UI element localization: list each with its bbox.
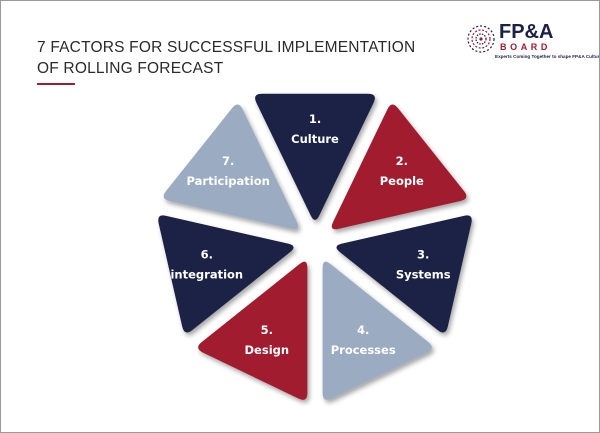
- segment-1: 1. Culture: [255, 93, 375, 220]
- segment-4-label: Processes: [331, 343, 396, 357]
- segment-6-label: integration: [170, 268, 243, 282]
- segment-7-number: 7.: [222, 154, 234, 168]
- title-line-2: OF ROLLING FORECAST: [37, 60, 224, 77]
- logo-tagline: Experts Coming Together to shape FP&A Cu…: [495, 54, 600, 59]
- segment-7-label: Participation: [187, 174, 270, 188]
- segment-1-number: 1.: [309, 112, 321, 126]
- segment-3: 3. Systems: [336, 215, 472, 333]
- segment-7-shape: [163, 104, 299, 230]
- logo-subtitle: BOARD: [500, 42, 551, 52]
- segment-5-shape: [198, 261, 308, 400]
- segment-7: 7. Participation: [163, 104, 299, 230]
- fpa-board-logo: FP&A BOARD Experts Coming Together to sh…: [465, 21, 600, 67]
- logo-wordmark: FP&A: [499, 21, 554, 43]
- segment-2: 2. People: [331, 104, 467, 230]
- segment-5-number: 5.: [261, 323, 273, 337]
- segment-4: 4. Processes: [322, 261, 432, 400]
- segment-4-shape: [322, 261, 432, 400]
- segment-2-number: 2.: [396, 154, 408, 168]
- page-title: 7 FACTORS FOR SUCCESSFUL IMPLEMENTATION …: [37, 37, 437, 79]
- segment-4-number: 4.: [357, 323, 369, 337]
- logo-globe-icon: [467, 25, 495, 53]
- segments-layer: 1. Culture 2. People 3. Systems 4. Processes 5. D…: [158, 93, 472, 400]
- segment-6-number: 6.: [201, 248, 213, 262]
- segment-6-shape: [158, 215, 294, 333]
- segment-5-label: Design: [245, 343, 290, 357]
- title-underline: [37, 83, 75, 85]
- segment-6: 6. integration: [158, 215, 294, 333]
- segment-2-shape: [331, 104, 467, 230]
- segment-3-label: Systems: [396, 268, 451, 282]
- segment-2-label: People: [380, 174, 424, 188]
- segment-3-number: 3.: [417, 248, 429, 262]
- title-line-1: 7 FACTORS FOR SUCCESSFUL IMPLEMENTATION: [37, 39, 416, 56]
- segment-1-label: Culture: [291, 132, 339, 146]
- segment-1-shape: [255, 93, 375, 220]
- segment-5: 5. Design: [198, 261, 308, 400]
- segment-3-shape: [336, 215, 472, 333]
